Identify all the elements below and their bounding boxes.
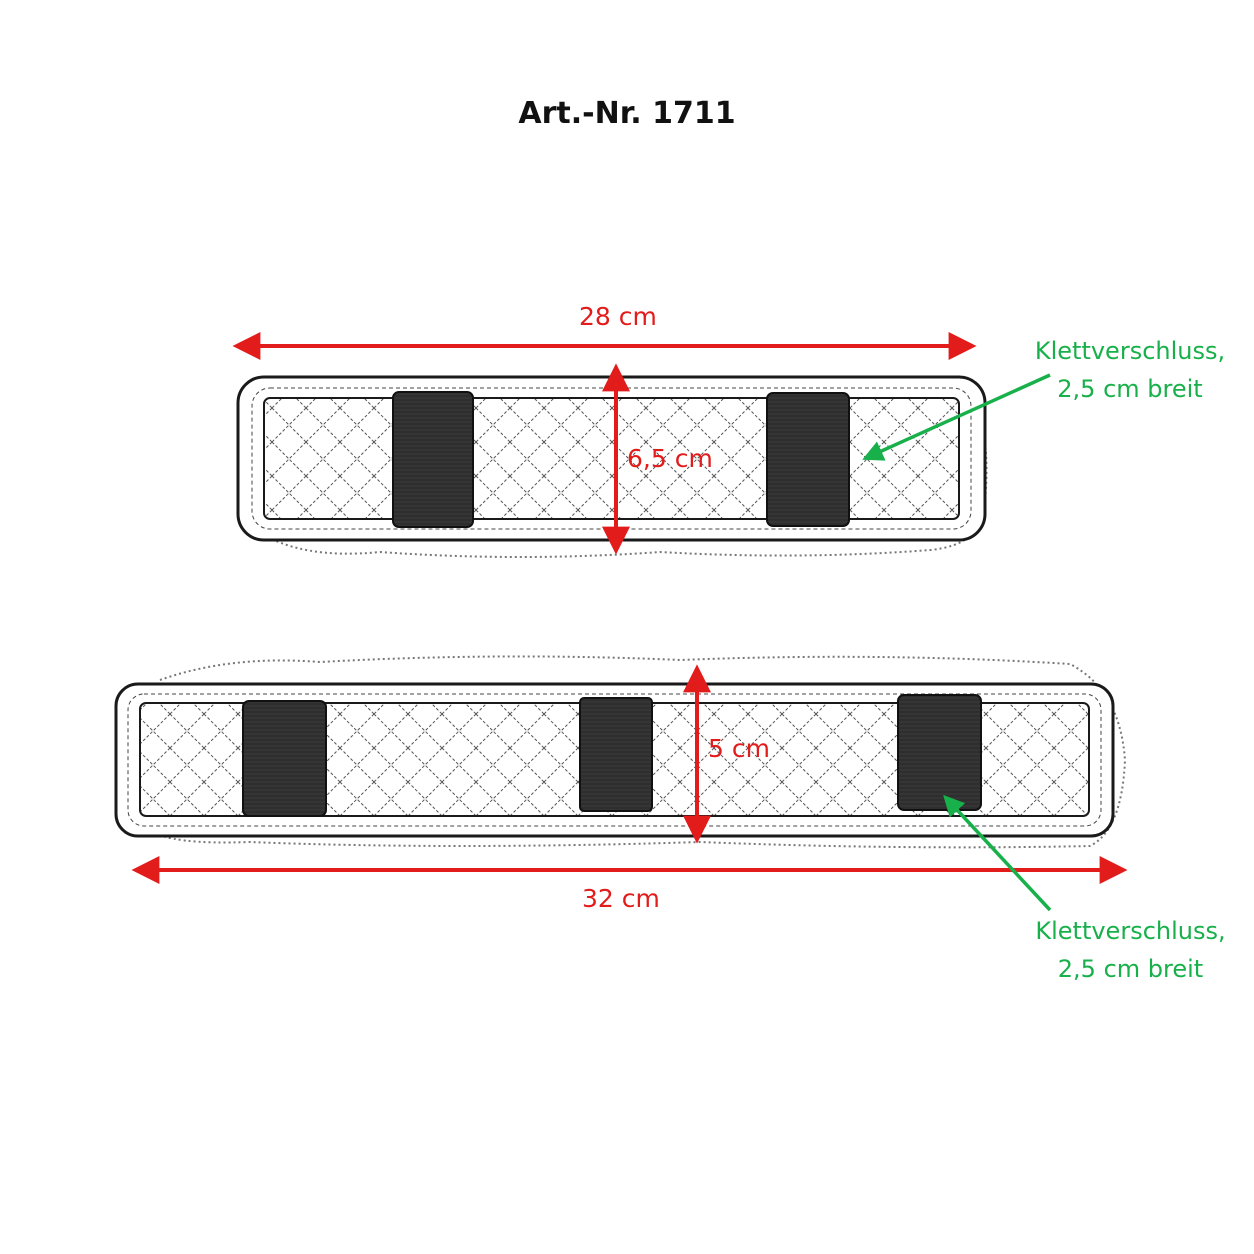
page-title: Art.-Nr. 1711: [518, 96, 736, 131]
callout-arrow-pad-1: [862, 373, 1051, 461]
velcro-strap: [242, 700, 327, 817]
pad-1: [236, 375, 988, 558]
length-label-pad-2: 32 cm: [582, 884, 660, 913]
pad-1-quilted-panel: [263, 397, 960, 520]
callout-pad-1-line1: Klettverschluss,: [1034, 337, 1226, 365]
width-label-pad-2: 5 cm: [708, 734, 770, 763]
width-label-pad-1: 6,5 cm: [627, 444, 713, 473]
velcro-strap: [897, 694, 982, 811]
callout-pad-2-line1: Klettverschluss,: [1035, 917, 1226, 945]
callout-pad-1: Klettverschluss, 2,5 cm breit: [1030, 332, 1230, 408]
callout-pad-1-line2: 2,5 cm breit: [1057, 375, 1203, 403]
callout-pad-2: Klettverschluss, 2,5 cm breit: [1028, 912, 1233, 988]
pad-2: [114, 655, 1127, 849]
callout-pad-2-line2: 2,5 cm breit: [1057, 955, 1204, 983]
length-label-pad-1: 28 cm: [579, 302, 657, 331]
velcro-strap: [766, 392, 850, 527]
velcro-strap: [392, 391, 474, 528]
velcro-strap: [579, 697, 653, 812]
callout-arrow-pad-2: [943, 794, 1052, 912]
pad-2-stitch-border: [127, 693, 1102, 827]
